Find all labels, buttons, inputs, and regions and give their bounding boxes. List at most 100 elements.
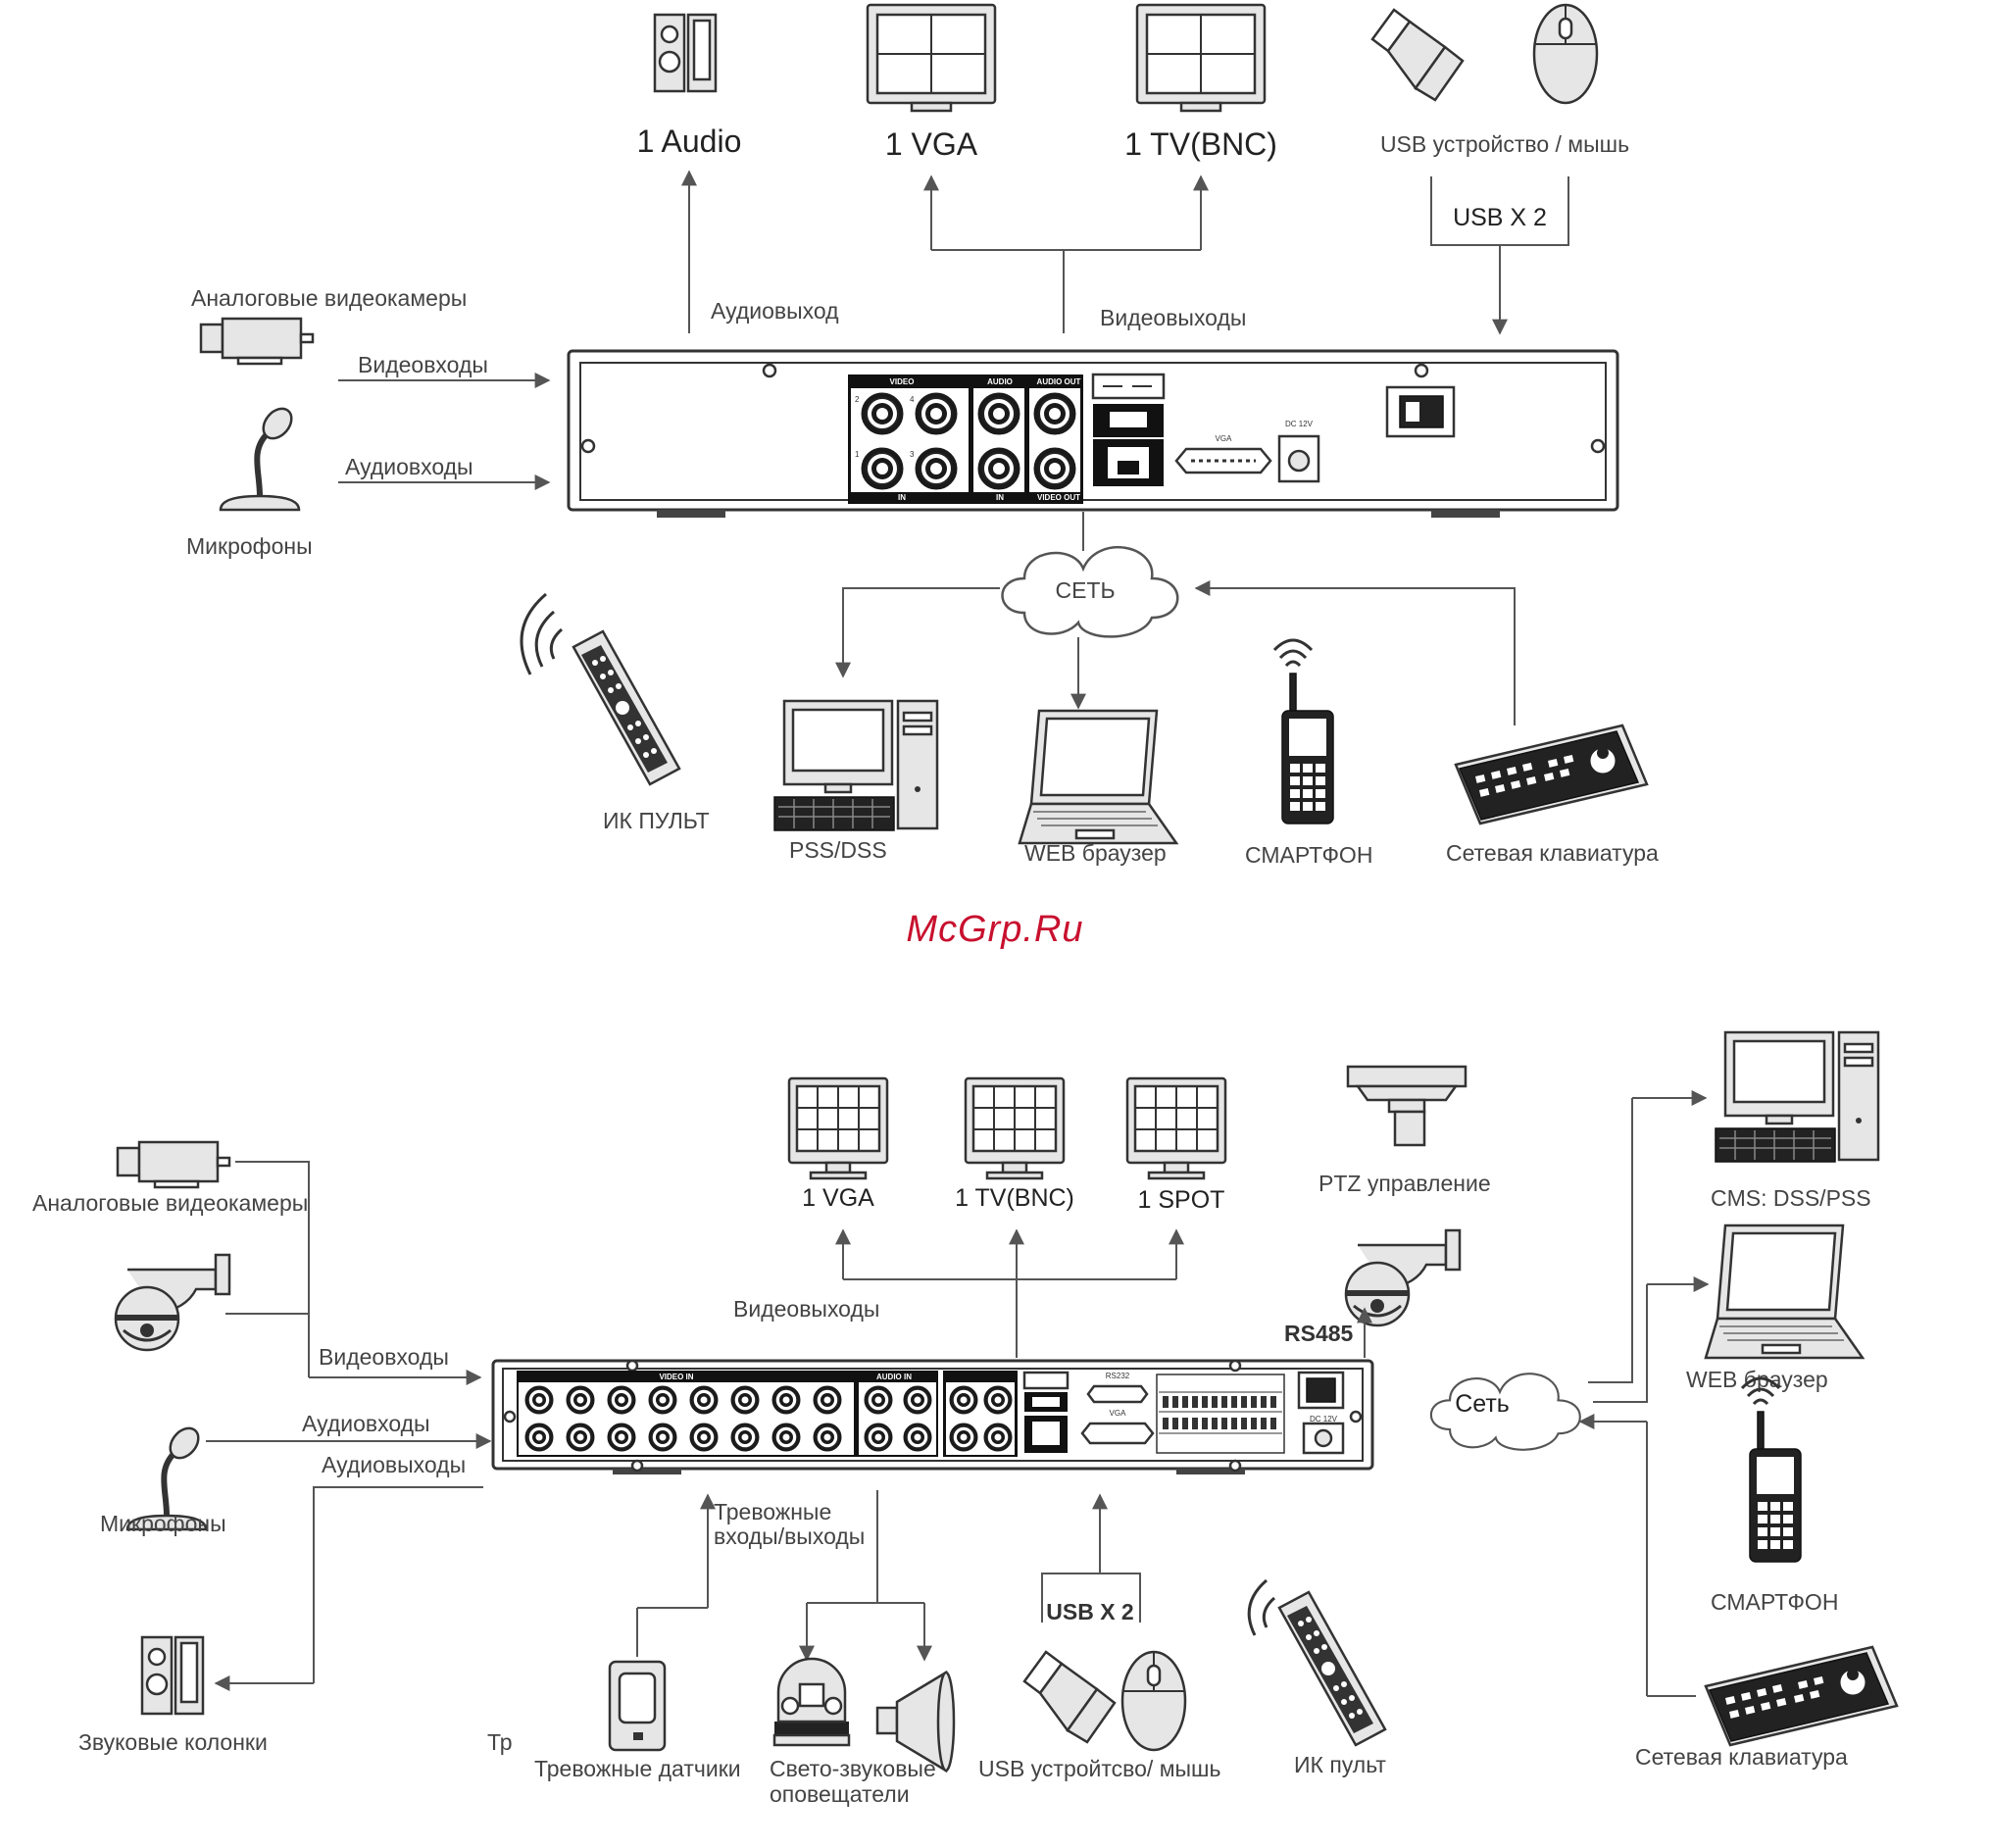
bottom-vga-monitor-icon [787,1076,889,1180]
bottom-speakers-label: Звуковые колонки [78,1729,268,1755]
bottom-microphones-label: Микрофоны [100,1511,226,1536]
bnc-video-4 [914,391,959,436]
panel16-rs232-label: RS232 [1106,1372,1130,1380]
bnc-video-out [1032,446,1077,491]
bottom-speed-dome-icon [1344,1228,1462,1327]
ptz-camera-icon [1346,1065,1468,1147]
top-smartphone-icon [1272,638,1335,825]
panel-audio-label: AUDIO [987,377,1013,386]
bottom-sirens-label-2: оповещатели [770,1781,910,1807]
top-laptop-icon [1018,709,1178,845]
analog-camera-icon [199,317,315,366]
bottom-dome-camera-icon [114,1253,231,1352]
bottom-video-outputs-label: Видеовыходы [733,1296,879,1322]
top-usb-count-label: USB X 2 [1453,204,1547,231]
bottom-analog-cameras-label: Аналоговые видеокамеры [32,1190,308,1216]
watermark: McGrp.Ru [906,909,1083,950]
dvr-rear-panel-4ch: VIDEO AUDIO AUDIO OUT IN IN VIDEO OUT 2 … [567,349,1619,518]
bottom-cms-label: CMS: DSS/PSS [1711,1185,1871,1211]
top-net-keyboard-label: Сетевая клавиатура [1446,840,1659,866]
speaker-icon [653,13,718,93]
panel-audio-out-label: AUDIO OUT [1037,377,1081,386]
bottom-tv-monitor-icon [964,1076,1066,1180]
panel-in2-label: IN [996,493,1004,502]
panel-dc-label: DC 12V [1285,420,1314,428]
bottom-ir-remote-label: ИК пульт [1294,1752,1386,1777]
vga-monitor-icon [866,3,997,113]
bottom-smartphone-icon [1740,1376,1803,1564]
panel-num-1: 1 [855,450,860,459]
top-diagram: 1 Audio 1 VGA 1 TV(BNC) USB устройство /… [186,3,1659,868]
panel-in-label: IN [898,493,906,502]
bnc-video-1 [860,446,905,491]
bottom-sirens-label-1: Свето-звуковые [770,1756,936,1781]
alarm-sensor-icon [608,1660,667,1752]
bottom-diagram: Аналоговые видеокамеры Видеовходы Микроф… [32,1030,1899,1807]
top-network-label: СЕТЬ [1055,577,1115,603]
top-web-browser-label: WEB браузер [1024,840,1167,866]
top-smartphone-label: СМАРТФОН [1245,842,1372,868]
dvr-rear-panel-16ch: VIDEO IN AUDIO IN [491,1359,1374,1474]
top-tv-out-label: 1 TV(BNC) [1124,126,1277,162]
top-audio-out-label: 1 Audio [637,124,742,159]
top-usb-device-label: USB устройство / мышь [1380,131,1629,157]
bottom-alarm-io-label-2: входы/выходы [714,1523,865,1549]
top-microphones-label: Микрофоны [186,533,313,559]
top-net-keyboard-icon [1454,724,1649,825]
bottom-audio-outputs-label: Аудиовыходы [322,1452,466,1477]
top-ir-remote-label: ИК ПУЛЬТ [603,808,710,833]
top-pss-dss-label: PSS/DSS [789,837,887,863]
panel16-vga-label: VGA [1110,1409,1127,1418]
strobe-light-icon [772,1657,851,1747]
bottom-vga-out-label: 1 VGA [802,1184,874,1212]
bottom-stray-text: Тр [487,1729,513,1755]
top-video-inputs-label: Видеовходы [358,352,488,377]
panel16-dc-label: DC 12V [1310,1415,1338,1423]
bottom-spot-out-label: 1 SPOT [1138,1186,1225,1214]
bottom-network-label: Сеть [1455,1390,1510,1418]
bottom-audio-inputs-label: Аудиовходы [302,1411,430,1436]
bottom-rs485-label: RS485 [1284,1321,1354,1346]
bottom-usb-count-label: USB X 2 [1046,1599,1133,1624]
bottom-mouse-icon [1120,1650,1187,1752]
tv-monitor-icon [1135,3,1267,113]
bottom-spot-monitor-icon [1125,1076,1227,1180]
microphone-icon [221,403,299,510]
bottom-video-inputs-label: Видеовходы [319,1344,449,1370]
bottom-smartphone-label: СМАРТФОН [1711,1589,1838,1615]
bottom-ptz-label: PTZ управление [1318,1171,1491,1196]
bnc-video-3 [914,446,959,491]
bottom-alarm-io-label-1: Тревожные [714,1499,831,1524]
bnc-audio-2 [976,391,1021,436]
panel16-audio-in-label: AUDIO IN [876,1373,912,1381]
top-audio-output-label: Аудиовыход [711,298,839,324]
top-analog-cameras-label: Аналоговые видеокамеры [191,285,467,311]
bnc-audio-out [1032,391,1077,436]
bottom-speaker-icon [140,1635,205,1716]
bottom-usb-device-label: USB устройтсво/ мышь [978,1756,1220,1781]
bnc-video-2 [860,391,905,436]
bottom-laptop-icon [1704,1224,1865,1360]
usb-stick-icon [1370,8,1465,102]
panel-video-label: VIDEO [890,377,915,386]
top-audio-inputs-label: Аудиовходы [345,454,473,479]
top-vga-out-label: 1 VGA [885,126,978,162]
bottom-ir-remote-icon [1277,1590,1387,1747]
panel16-video-in-label: VIDEO IN [659,1373,693,1381]
bottom-net-keyboard-icon [1704,1645,1899,1747]
panel-num-3: 3 [910,450,915,459]
panel-video-out-label: VIDEO OUT [1037,493,1080,502]
top-video-outputs-label: Видеовыходы [1100,305,1246,330]
bottom-alarm-sensors-label: Тревожные датчики [534,1756,741,1781]
bottom-tv-out-label: 1 TV(BNC) [955,1184,1074,1212]
top-ir-remote-icon [572,629,681,786]
bottom-analog-camera-icon [116,1140,231,1189]
bottom-usb-stick-icon [1022,1650,1117,1744]
top-pc-icon [772,699,939,832]
bottom-net-keyboard-label: Сетевая клавиатура [1635,1744,1848,1770]
panel-num-2: 2 [855,395,860,404]
mouse-icon [1532,3,1599,105]
panel-vga-label: VGA [1216,434,1233,443]
bnc-audio-1 [976,446,1021,491]
